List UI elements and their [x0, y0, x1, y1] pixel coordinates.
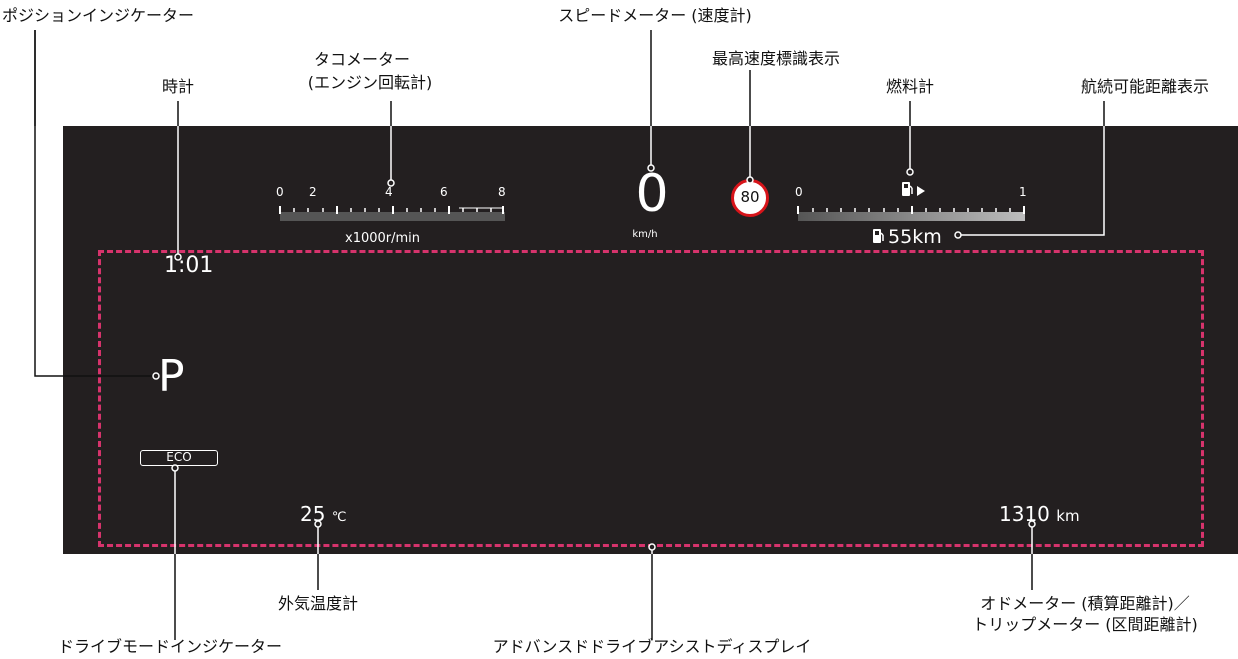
- label-outside-temp: 外気温度計: [277, 594, 359, 613]
- odometer-unit: km: [1056, 507, 1080, 525]
- label-tachometer-2: (エンジン回転計): [307, 73, 433, 92]
- leader-dot: [314, 520, 322, 528]
- leader-dot: [906, 168, 914, 176]
- label-range: 航続可能距離表示: [1080, 77, 1210, 96]
- speed-limit-value: 80: [740, 188, 760, 206]
- tachometer-bar: [280, 212, 505, 221]
- clock-display: 1:01: [164, 253, 214, 278]
- odometer-value: 1310: [999, 502, 1050, 526]
- label-speed-sign: 最高速度標識表示: [711, 49, 841, 68]
- leader-dot: [152, 372, 160, 380]
- label-drive-mode: ドライブモードインジケーター: [57, 637, 283, 656]
- label-position-indicator: ポジションインジケーター: [2, 6, 195, 25]
- label-clock: 時計: [161, 77, 195, 96]
- leader-dot: [387, 179, 395, 187]
- fuel-pump-icon: [902, 182, 913, 196]
- tach-label-4: 4: [385, 185, 393, 199]
- label-tachometer-1: タコメーター: [313, 50, 411, 69]
- gear-position: P: [158, 351, 185, 402]
- speed-unit: km/h: [632, 229, 658, 240]
- temp-unit: ℃: [331, 510, 347, 525]
- leader-dot: [648, 543, 656, 551]
- leader-dot: [1028, 520, 1036, 528]
- leader-dot: [647, 164, 655, 172]
- range-unit: km: [912, 226, 942, 248]
- fuel-arrow-icon: [917, 186, 925, 196]
- leader-dot: [954, 231, 962, 239]
- label-odometer-2: トリップメーター (区間距離計): [972, 615, 1198, 634]
- fuel-label-full: 1: [1019, 185, 1027, 199]
- eco-mode-badge: ECO: [140, 450, 218, 466]
- odometer-readout: 1310 km: [999, 502, 1080, 528]
- outside-temp-readout: 25 ℃: [300, 502, 346, 530]
- tach-label-6: 6: [440, 185, 448, 199]
- speed-value: 0: [635, 164, 669, 224]
- label-adas: アドバンスドドライブアシストディスプレイ: [492, 637, 812, 656]
- fuel-bar: [798, 212, 1025, 221]
- fuel-gauge-scale: [797, 206, 1025, 221]
- fuel-label-empty: 0: [795, 185, 803, 199]
- leader-range: [958, 101, 1105, 236]
- label-fuel-gauge: 燃料計: [885, 77, 935, 96]
- range-readout: 55km: [888, 226, 942, 248]
- tach-unit: x1000r/min: [345, 231, 421, 246]
- leader-position: [34, 30, 156, 377]
- temp-value: 25: [300, 502, 326, 526]
- tach-label-0: 0: [276, 185, 284, 199]
- tach-label-2: 2: [309, 185, 317, 199]
- label-speedometer: スピードメーター (速度計): [558, 6, 752, 25]
- label-odometer-1: オドメーター (積算距離計)／: [980, 594, 1190, 613]
- range-fuel-icon: [873, 229, 884, 243]
- leader-dot: [174, 253, 182, 261]
- tach-label-8: 8: [498, 185, 506, 199]
- leader-dot: [171, 464, 179, 472]
- instrument-panel: [63, 126, 1238, 554]
- tachometer-scale: [279, 206, 505, 221]
- range-value: 55: [888, 226, 913, 248]
- leader-dot: [746, 176, 754, 184]
